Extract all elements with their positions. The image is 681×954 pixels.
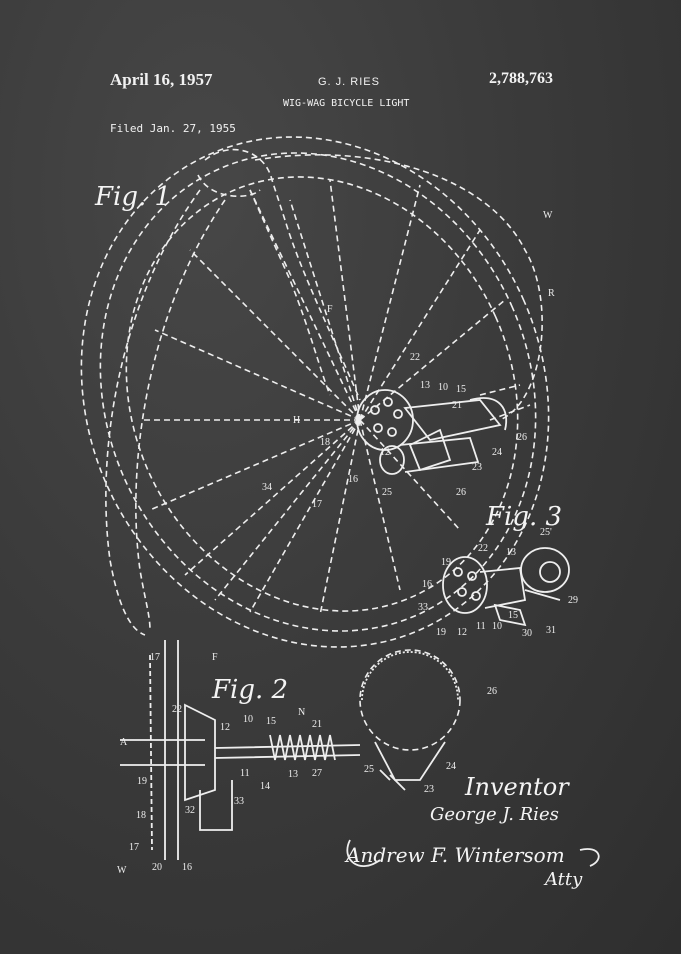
fig2-label-27: 27 xyxy=(312,768,322,779)
fig2-label-21: 21 xyxy=(312,719,322,730)
attorney-signature: Andrew F. Wintersom xyxy=(344,843,565,867)
fig2-label-25: 25 xyxy=(364,764,374,775)
fig2-label-18: 18 xyxy=(136,810,146,821)
fig1-label-23: 23 xyxy=(472,462,482,473)
fig2-label-17b: 17 xyxy=(129,842,139,853)
fig2-label-33: 33 xyxy=(234,796,244,807)
fig1-label-H: H xyxy=(293,415,300,426)
fig2-label-32: 32 xyxy=(185,805,195,816)
fig2-label-F: F xyxy=(212,652,218,663)
fig2-label-22: 22 xyxy=(172,704,182,715)
fig3-label-25p: 25' xyxy=(540,527,552,538)
fig3-label-30: 30 xyxy=(522,628,532,639)
fig1-label-13: 13 xyxy=(420,380,430,391)
fig2-axle xyxy=(120,739,205,766)
fig2-label-19: 19 xyxy=(137,776,147,787)
inventor-heading: Inventor xyxy=(464,773,570,801)
fig1-label-R: R xyxy=(548,288,555,299)
fig3-label-13: 13 xyxy=(506,547,516,558)
fig2-label-W: W xyxy=(117,865,127,876)
fig2-clamp xyxy=(374,741,446,781)
fig1-fork-blade xyxy=(249,189,331,396)
fig2-label-26: 26 xyxy=(487,686,497,697)
fig2-label-17a: 17 xyxy=(150,652,160,663)
fig2-label-10: 10 xyxy=(243,714,253,725)
fig1-light-assembly xyxy=(356,384,531,475)
fig3-label-10: 10 xyxy=(492,621,502,632)
fig3-label-31: 31 xyxy=(546,625,556,636)
fig1-fender-front-inner xyxy=(135,199,226,631)
fig2-label-15: 15 xyxy=(266,716,276,727)
fig3-label-29: 29 xyxy=(568,595,578,606)
attorney-title: Atty xyxy=(543,869,583,890)
fig2-label-20: 20 xyxy=(152,862,162,873)
fig1-label-F: F xyxy=(327,304,333,315)
fig3-label-11: 11 xyxy=(476,621,486,632)
fig1-label-25: 25 xyxy=(382,487,392,498)
inventor-short-name: G. J. RIES xyxy=(318,76,380,88)
fig1-tire-inner xyxy=(99,152,537,632)
signature-flourish xyxy=(346,839,600,867)
inventor-full-name: George J. Ries xyxy=(430,804,559,825)
fig1-label-26a: 26 xyxy=(517,432,527,443)
fig1-label-W: W xyxy=(543,210,553,221)
fig1-label-34: 34 xyxy=(262,482,272,493)
fig3-label-16: 16 xyxy=(422,579,432,590)
fig1-label-10: 10 xyxy=(438,382,448,393)
fig3-label-19a: 19 xyxy=(441,557,451,568)
fig1-fork xyxy=(204,148,361,401)
patent-date: April 16, 1957 xyxy=(110,70,213,89)
fig1-drawing: Fig. 1 W R F H 22 13 10 15 21 26 24 23 2… xyxy=(80,136,555,648)
fig1-tire-outer xyxy=(80,136,550,648)
fig1-label-21: 21 xyxy=(452,400,462,411)
fig3-label: Fig. 3 xyxy=(485,502,562,532)
fig1-fender-front xyxy=(105,189,201,636)
fig2-coil xyxy=(359,649,461,751)
signature-block: Inventor George J. Ries Andrew F. Winter… xyxy=(344,773,600,890)
fig3-label-19b: 19 xyxy=(436,627,446,638)
filed-date: Filed Jan. 27, 1955 xyxy=(110,122,236,135)
fig2-label-16: 16 xyxy=(182,862,192,873)
fig3-label-15: 15 xyxy=(508,610,518,621)
fig1-label-15: 15 xyxy=(456,384,466,395)
fig2-label-24: 24 xyxy=(446,761,456,772)
fig1-spokes xyxy=(140,179,506,616)
fig2-label-14: 14 xyxy=(260,781,270,792)
fig1-label-24: 24 xyxy=(492,447,502,458)
fig2-label-A: A xyxy=(120,737,128,748)
fig2-label-N: N xyxy=(298,707,305,718)
patent-number: 2,788,763 xyxy=(489,70,553,87)
fig1-rim xyxy=(125,176,519,612)
fig2-label-11: 11 xyxy=(240,768,250,779)
fig1-label-12: 12 xyxy=(380,447,390,458)
fig3-label-22: 22 xyxy=(478,543,488,554)
fig2-label-13: 13 xyxy=(288,769,298,780)
fig3-label-12: 12 xyxy=(457,627,467,638)
fig2-label-12: 12 xyxy=(220,722,230,733)
fig3-drawing: Fig. 3 25' 22 13 19 16 33 19 12 11 10 15… xyxy=(418,502,578,639)
fig2-label-23: 23 xyxy=(424,784,434,795)
fig2-label: Fig. 2 xyxy=(211,675,288,705)
fig1-label-22: 22 xyxy=(410,352,420,363)
fig2-drawing: Fig. 2 17 F 22 12 10 15 N 21 26 A 11 13 … xyxy=(117,640,497,876)
fig2-fork-plate xyxy=(164,640,179,860)
fig1-label-16: 16 xyxy=(348,474,358,485)
fig2-spring xyxy=(269,734,336,761)
fig1-label-18: 18 xyxy=(320,437,330,448)
fig1-label-26b: 26 xyxy=(456,487,466,498)
patent-title: WIG-WAG BICYCLE LIGHT xyxy=(283,98,410,109)
fig1-fender xyxy=(254,154,543,421)
fig1-label: Fig. 1 xyxy=(94,182,171,212)
fig1-label-17: 17 xyxy=(312,499,322,510)
fig3-label-33: 33 xyxy=(418,602,428,613)
